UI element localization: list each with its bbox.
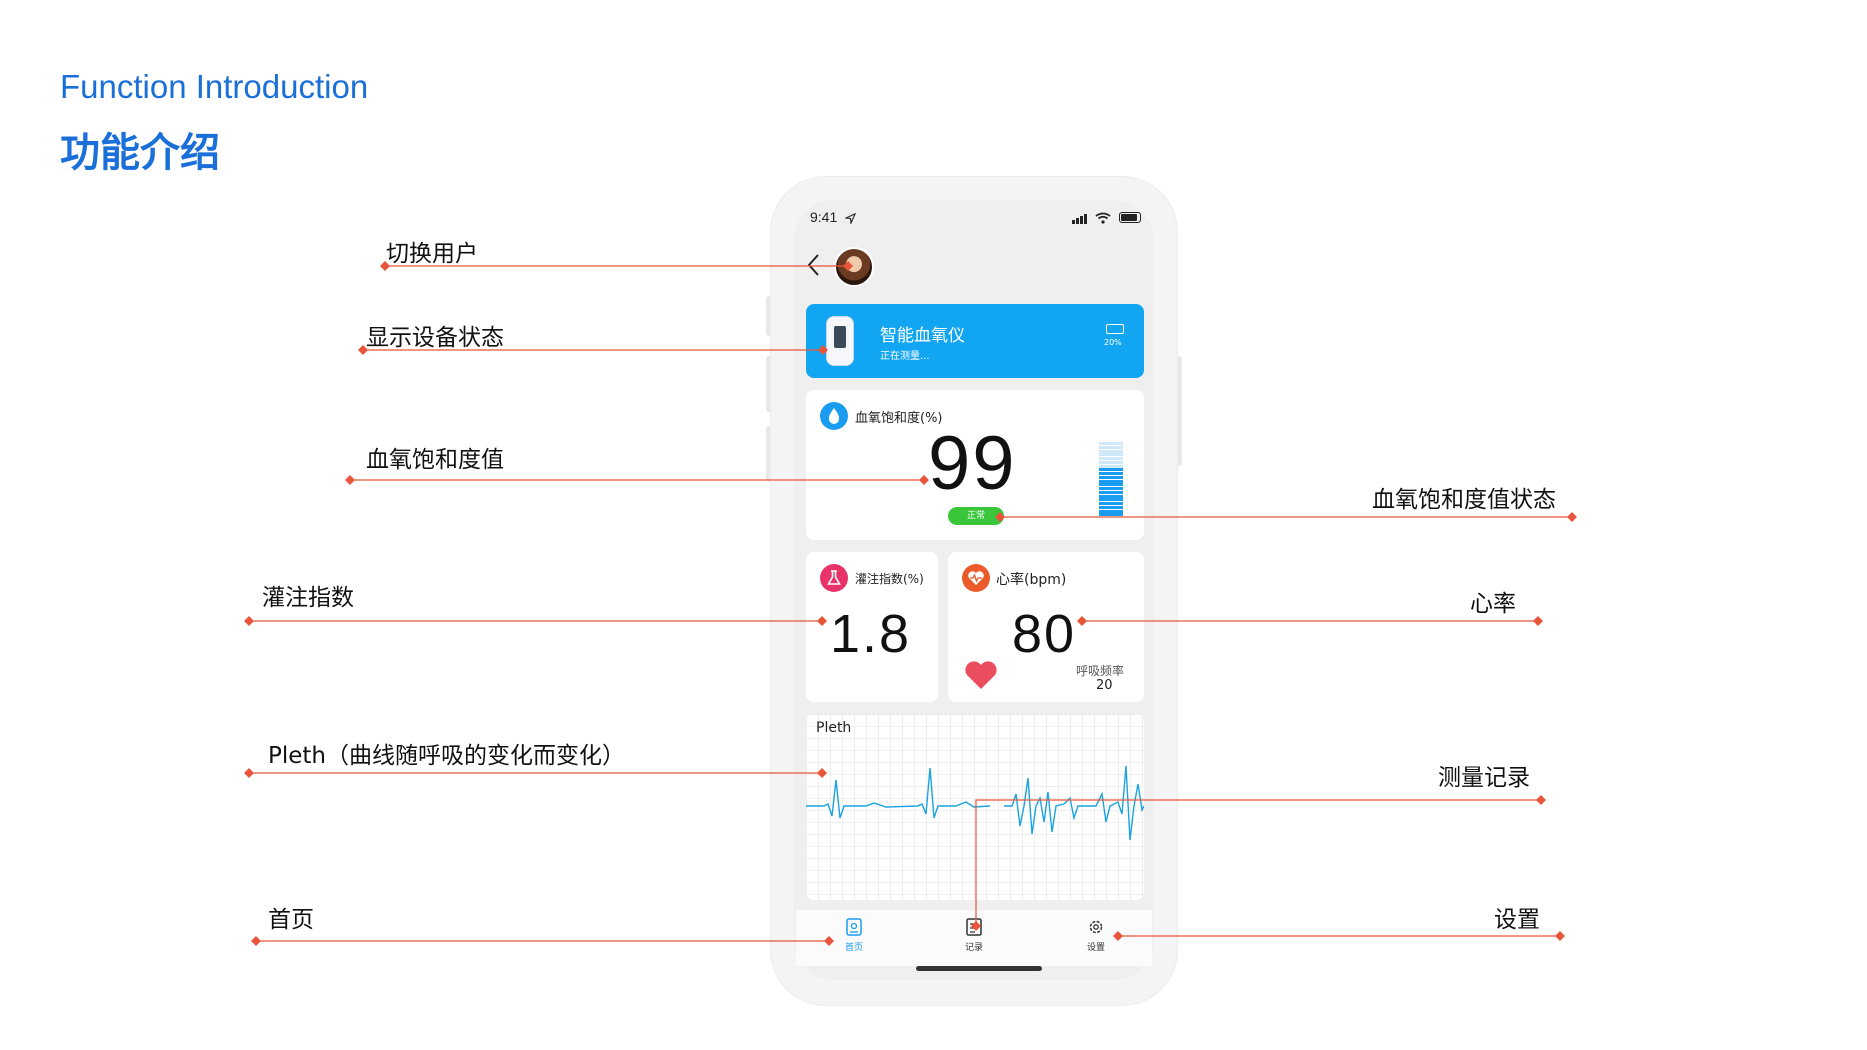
heart-rate-value: 80 bbox=[1012, 604, 1077, 664]
spo2-value: 99 bbox=[928, 421, 1017, 506]
oximeter-device-icon bbox=[826, 316, 854, 366]
page-title-en: Function Introduction bbox=[60, 68, 369, 105]
pleth-waveform bbox=[806, 765, 1144, 841]
leader-dot bbox=[1536, 795, 1546, 805]
phone-power-button bbox=[1176, 356, 1182, 466]
signal-icon bbox=[1072, 210, 1092, 224]
spo2-level-bar bbox=[1099, 464, 1123, 468]
blood-drop-icon bbox=[820, 402, 848, 430]
spo2-level-bar bbox=[1099, 502, 1123, 505]
device-measuring-status: 正在测量... bbox=[880, 351, 930, 362]
tab-settings-label: 设置 bbox=[1086, 943, 1105, 953]
annotation-spo2-value: 血氧饱和度值 bbox=[366, 447, 504, 473]
spo2-level-bar bbox=[1099, 487, 1123, 490]
gear-icon bbox=[1089, 920, 1103, 934]
tab-home[interactable]: 首页 bbox=[834, 916, 874, 960]
device-card[interactable] bbox=[806, 304, 1144, 378]
tab-home-label: 首页 bbox=[844, 943, 863, 953]
spo2-level-bar bbox=[1099, 475, 1123, 479]
status-time: 9:41 bbox=[810, 209, 857, 225]
annotation-heart-rate: 心率 bbox=[1470, 591, 1516, 617]
page-title-zh: 功能介绍 bbox=[60, 130, 220, 176]
spo2-level-bar bbox=[1099, 490, 1123, 494]
annotation-settings: 设置 bbox=[1494, 907, 1540, 933]
spo2-level-bar bbox=[1099, 483, 1123, 487]
spo2-level-bar bbox=[1099, 479, 1123, 483]
annotation-pleth: Pleth（曲线随呼吸的变化而变化） bbox=[268, 743, 626, 769]
phone-volume-down bbox=[766, 426, 772, 482]
spo2-level-bar bbox=[1099, 445, 1123, 449]
annotation-switch-user: 切换用户 bbox=[386, 241, 478, 267]
spo2-level-bar bbox=[1099, 498, 1123, 502]
spo2-level-bar bbox=[1099, 457, 1123, 460]
spo2-level-bar bbox=[1099, 513, 1123, 517]
device-battery-level: 20% bbox=[1104, 338, 1122, 347]
phone-volume-up bbox=[766, 356, 772, 412]
perfusion-value: 1.8 bbox=[830, 604, 912, 664]
spo2-level-bar bbox=[1099, 442, 1123, 445]
phone-silent-switch bbox=[766, 296, 772, 336]
annotation-home: 首页 bbox=[268, 907, 314, 933]
spo2-level-bars bbox=[1099, 442, 1123, 517]
leader-dot bbox=[244, 616, 254, 626]
device-name: 智能血氧仪 bbox=[880, 326, 965, 346]
tab-records[interactable]: 记录 bbox=[954, 916, 994, 960]
annotation-records: 测量记录 bbox=[1438, 765, 1530, 791]
respiration-label: 呼吸频率 bbox=[1076, 664, 1125, 678]
leader-dot bbox=[1567, 512, 1577, 522]
leader-dot bbox=[345, 475, 355, 485]
spo2-level-bar bbox=[1099, 494, 1123, 498]
tab-records-label: 记录 bbox=[964, 943, 983, 953]
heart-rate-label: 心率(bpm) bbox=[996, 572, 1067, 588]
battery-icon bbox=[1118, 212, 1141, 223]
records-icon bbox=[966, 918, 982, 936]
location-arrow-icon bbox=[843, 212, 857, 225]
spo2-level-bar bbox=[1099, 453, 1123, 457]
tab-bar: 首页 记录 设置 bbox=[796, 910, 1152, 966]
spo2-label: 血氧饱和度(%) bbox=[855, 411, 943, 426]
wifi-icon bbox=[1095, 212, 1111, 224]
spo2-level-bar bbox=[1099, 505, 1123, 509]
heart-pulse-icon bbox=[962, 564, 990, 592]
spo2-level-bar bbox=[1099, 472, 1123, 475]
heart-icon bbox=[965, 661, 997, 689]
annotation-spo2-state: 血氧饱和度值状态 bbox=[1372, 487, 1556, 513]
leader-dot bbox=[251, 936, 261, 946]
tab-settings[interactable]: 设置 bbox=[1076, 916, 1116, 960]
home-indicator bbox=[916, 966, 1042, 971]
respiration-value: 20 bbox=[1096, 678, 1113, 693]
flask-icon bbox=[820, 564, 848, 592]
leader-dot bbox=[1533, 616, 1543, 626]
spo2-status-badge: 正常 bbox=[948, 507, 1004, 525]
chevron-left-icon[interactable] bbox=[802, 250, 826, 280]
perfusion-label: 灌注指数(%) bbox=[855, 572, 924, 586]
home-icon bbox=[846, 918, 862, 936]
leader-dot bbox=[244, 768, 254, 778]
status-icons bbox=[1072, 210, 1141, 224]
pleth-label: Pleth bbox=[816, 720, 852, 736]
spo2-level-bar bbox=[1099, 509, 1123, 513]
annotation-perfusion-index: 灌注指数 bbox=[262, 585, 354, 611]
annotation-device-status: 显示设备状态 bbox=[366, 325, 504, 351]
spo2-level-bar bbox=[1099, 468, 1123, 472]
spo2-level-bar bbox=[1099, 449, 1123, 453]
user-avatar[interactable] bbox=[834, 247, 874, 287]
device-battery-icon bbox=[1106, 324, 1124, 334]
leader-dot bbox=[1555, 931, 1565, 941]
spo2-level-bar bbox=[1099, 460, 1123, 464]
